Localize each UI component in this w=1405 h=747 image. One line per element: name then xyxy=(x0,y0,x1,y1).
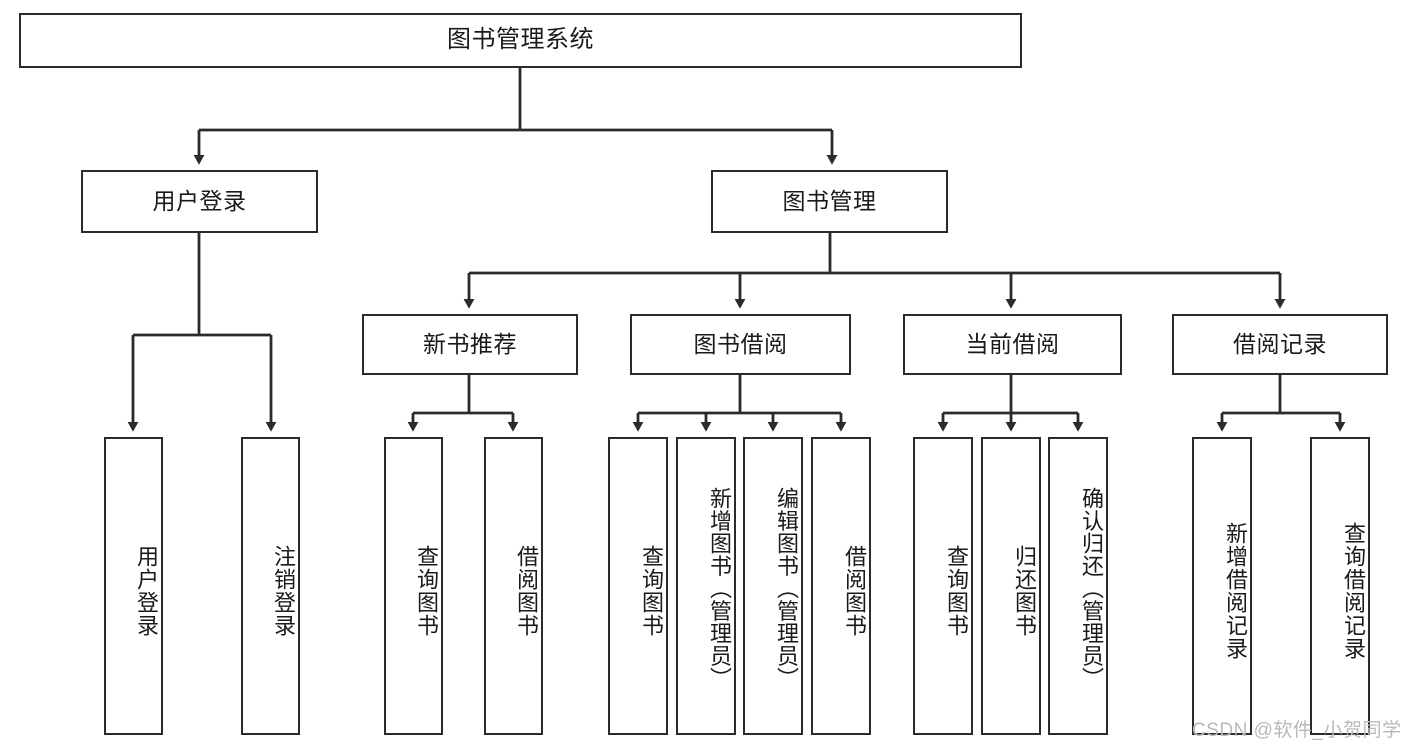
csdn-watermark: CSDN @软件_小贺同学 xyxy=(1192,720,1402,741)
leaf-borrow-book[interactable]: 借阅图书 xyxy=(811,437,871,735)
leaf-query-book-borrow[interactable]: 查询图书 xyxy=(608,437,668,735)
node-root[interactable]: 图书管理系统 xyxy=(19,13,1022,68)
leaf-query-book-current[interactable]: 查询图书 xyxy=(913,437,973,735)
leaf-logout[interactable]: 注销登录 xyxy=(241,437,300,735)
leaf-user-login[interactable]: 用户登录 xyxy=(104,437,163,735)
leaf-return-book[interactable]: 归还图书 xyxy=(981,437,1041,735)
leaf-borrow-book-new[interactable]: 借阅图书 xyxy=(484,437,543,735)
leaf-query-book-new[interactable]: 查询图书 xyxy=(384,437,443,735)
node-book-management[interactable]: 图书管理 xyxy=(711,170,948,233)
node-borrow-record[interactable]: 借阅记录 xyxy=(1172,314,1388,375)
leaf-query-borrow-record[interactable]: 查询借阅记录 xyxy=(1310,437,1370,735)
node-book-borrow[interactable]: 图书借阅 xyxy=(630,314,851,375)
node-new-book-recommend[interactable]: 新书推荐 xyxy=(362,314,578,375)
leaf-add-book-admin[interactable]: 新增图书（管理员） xyxy=(676,437,736,735)
node-current-borrow[interactable]: 当前借阅 xyxy=(903,314,1122,375)
leaf-add-borrow-record[interactable]: 新增借阅记录 xyxy=(1192,437,1252,735)
node-user-login[interactable]: 用户登录 xyxy=(81,170,318,233)
leaf-edit-book-admin[interactable]: 编辑图书（管理员） xyxy=(743,437,803,735)
leaf-confirm-return-admin[interactable]: 确认归还（管理员） xyxy=(1048,437,1108,735)
